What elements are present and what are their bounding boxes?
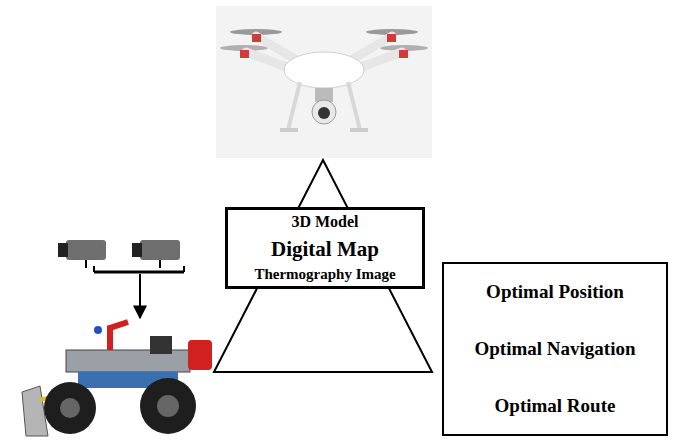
output-box: Optimal PositionOptimal NavigationOptima…	[442, 262, 668, 436]
drone-photo	[318, 107, 330, 119]
drone-photo	[399, 50, 408, 58]
robot-vehicle	[157, 395, 179, 417]
box-text: Thermography Image	[254, 266, 395, 283]
box-text: Optimal Route	[495, 395, 616, 417]
data-box: 3D ModelDigital MapThermography Image	[225, 207, 425, 289]
box-text: Optimal Position	[486, 281, 624, 303]
box-text: 3D Model	[291, 213, 358, 231]
robot-vehicle	[110, 322, 128, 350]
camera-pair	[94, 266, 184, 272]
box-text: Digital Map	[271, 237, 379, 261]
camera-pair	[66, 240, 106, 260]
robot-vehicle	[60, 398, 80, 418]
robot-vehicle	[188, 340, 212, 370]
drone-photo	[216, 6, 432, 158]
drone-photo	[280, 128, 368, 132]
drone-photo	[240, 50, 249, 58]
robot-vehicle	[94, 326, 102, 334]
camera-pair	[140, 240, 180, 260]
drone-photo	[312, 100, 336, 124]
drone-photo	[284, 52, 364, 88]
triangle-lines	[214, 160, 432, 372]
camera-pair	[58, 240, 184, 272]
drone-photo	[387, 34, 396, 42]
robot-vehicle	[22, 386, 48, 436]
robot-vehicle	[140, 378, 196, 434]
camera-pair	[94, 271, 184, 274]
camera-pair	[132, 243, 142, 257]
drone-photo	[288, 82, 360, 130]
down-arrow	[139, 274, 141, 318]
drone-photo	[216, 6, 432, 158]
camera-pair	[58, 243, 68, 257]
robot-vehicle	[22, 322, 212, 436]
camera-pair	[86, 260, 160, 268]
box-text: Optimal Navigation	[475, 338, 636, 360]
robot-vehicle	[44, 382, 96, 434]
drone-photo	[252, 34, 261, 42]
triangle-lines	[214, 160, 432, 372]
robot-vehicle	[150, 336, 172, 354]
down-arrow	[140, 274, 141, 318]
